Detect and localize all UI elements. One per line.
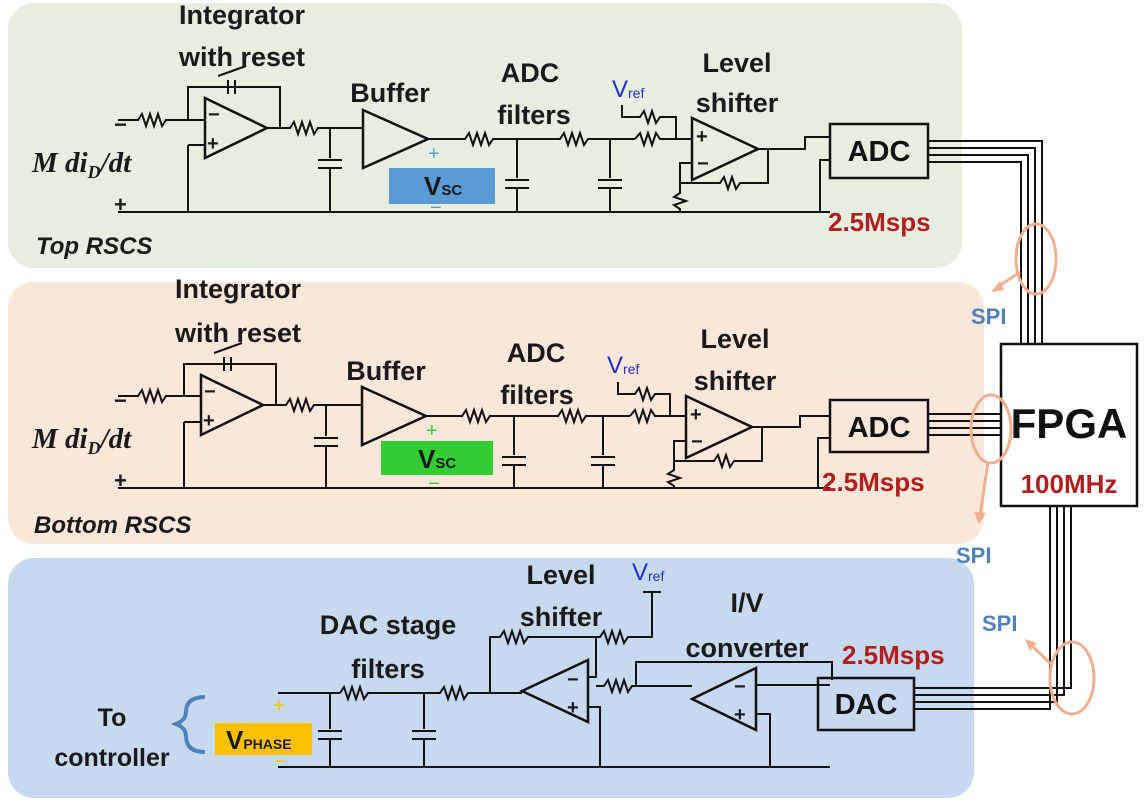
spi-label-mid: SPI: [956, 543, 991, 568]
bottom-adc-filters-label-2: filters: [500, 380, 574, 410]
dac-label: DAC: [835, 689, 898, 721]
bottom-adc-filters-label-1: ADC: [507, 338, 566, 368]
top-integrator-label-1: Integrator: [179, 0, 306, 30]
bottom-input-minus: −: [114, 388, 127, 413]
vphase-minus: −: [274, 751, 286, 773]
bottom-integrator-label-1: Integrator: [175, 274, 302, 304]
bottom-adc-label: ADC: [848, 412, 911, 444]
dac-level-shifter-label-2: shifter: [520, 602, 603, 632]
dac-filters-label-1: DAC stage: [320, 610, 457, 640]
bottom-section-label: Bottom RSCS: [34, 512, 191, 539]
svg-text:+: +: [696, 126, 708, 148]
bottom-level-shifter-label-1: Level: [700, 324, 769, 354]
dac-rate-label: 2.5Msps: [842, 640, 945, 670]
svg-text:+: +: [207, 133, 219, 155]
fpga-box: [999, 342, 1139, 508]
bottom-buffer-label: Buffer: [346, 356, 426, 386]
svg-text:+: +: [567, 697, 579, 719]
bottom-input-signal: M diD/dt: [31, 423, 132, 458]
dac-level-shifter-label-1: Level: [526, 560, 595, 590]
iv-converter-label-1: I/V: [730, 588, 763, 618]
svg-text:−: −: [204, 381, 216, 403]
svg-text:+: +: [690, 404, 702, 426]
to-controller-label-1: To: [98, 704, 127, 732]
bottom-rscs-circuit: − + + −: [118, 342, 1003, 489]
top-rate-label: 2.5Msps: [828, 207, 931, 237]
svg-text:+: +: [203, 410, 215, 432]
svg-text:+: +: [734, 704, 746, 726]
svg-text:−: −: [208, 104, 220, 126]
svg-text:−: −: [567, 669, 579, 691]
iv-converter-label-2: converter: [685, 633, 809, 663]
vsc-bottom-box: [381, 441, 493, 475]
top-adc-label: ADC: [848, 136, 911, 168]
spi-loop-top: [1014, 222, 1058, 296]
top-vsc-label: VSC: [424, 171, 462, 201]
bottom-vsc-label: VSC: [418, 444, 456, 474]
dac-filters-label-2: filters: [351, 654, 425, 684]
fpga-label: FPGA: [1011, 400, 1128, 447]
vphase-plus: +: [273, 695, 285, 717]
top-level-shifter-label-2: shifter: [696, 88, 779, 118]
dac-vref-label: Vref: [632, 559, 664, 586]
top-adc-filters-label-2: filters: [497, 100, 571, 130]
bottom-vsc-minus: −: [428, 473, 440, 495]
top-level-shifter-label-1: Level: [702, 48, 771, 78]
bottom-integrator-label-2: with reset: [174, 318, 301, 348]
bottom-vref-label: Vref: [607, 352, 639, 379]
top-vsc-plus: +: [428, 143, 440, 165]
top-vsc-minus: −: [430, 197, 442, 219]
top-vref-label: Vref: [612, 76, 644, 103]
vsc-top-box: [389, 168, 495, 204]
bottom-rscs-panel: [8, 282, 984, 544]
to-controller-label-2: controller: [54, 744, 170, 772]
vphase-label: VPHASE: [226, 725, 292, 755]
top-section-label: Top RSCS: [36, 233, 152, 260]
top-buffer-label: Buffer: [350, 78, 430, 108]
spi-label-top: SPI: [971, 304, 1006, 329]
bottom-input-plus: +: [114, 468, 127, 493]
spi-label-bottom: SPI: [982, 611, 1017, 636]
bottom-rate-label: 2.5Msps: [822, 467, 925, 497]
top-input-signal: M diD/dt: [31, 147, 132, 182]
bottom-vsc-plus: +: [426, 420, 438, 442]
top-input-plus: +: [114, 192, 127, 217]
svg-text:−: −: [697, 153, 709, 175]
svg-text:−: −: [734, 676, 746, 698]
bottom-level-shifter-label-2: shifter: [694, 366, 777, 396]
svg-text:−: −: [691, 431, 703, 453]
spi-loop-bottom: [1048, 640, 1096, 716]
fpga-clock-label: 100MHz: [1021, 469, 1118, 499]
top-adc-filters-label-1: ADC: [501, 58, 560, 88]
spi-loop-mid: [969, 393, 1013, 465]
top-input-minus: −: [114, 112, 127, 137]
vphase-box: [215, 723, 312, 755]
top-integrator-label-2: with reset: [178, 42, 305, 72]
